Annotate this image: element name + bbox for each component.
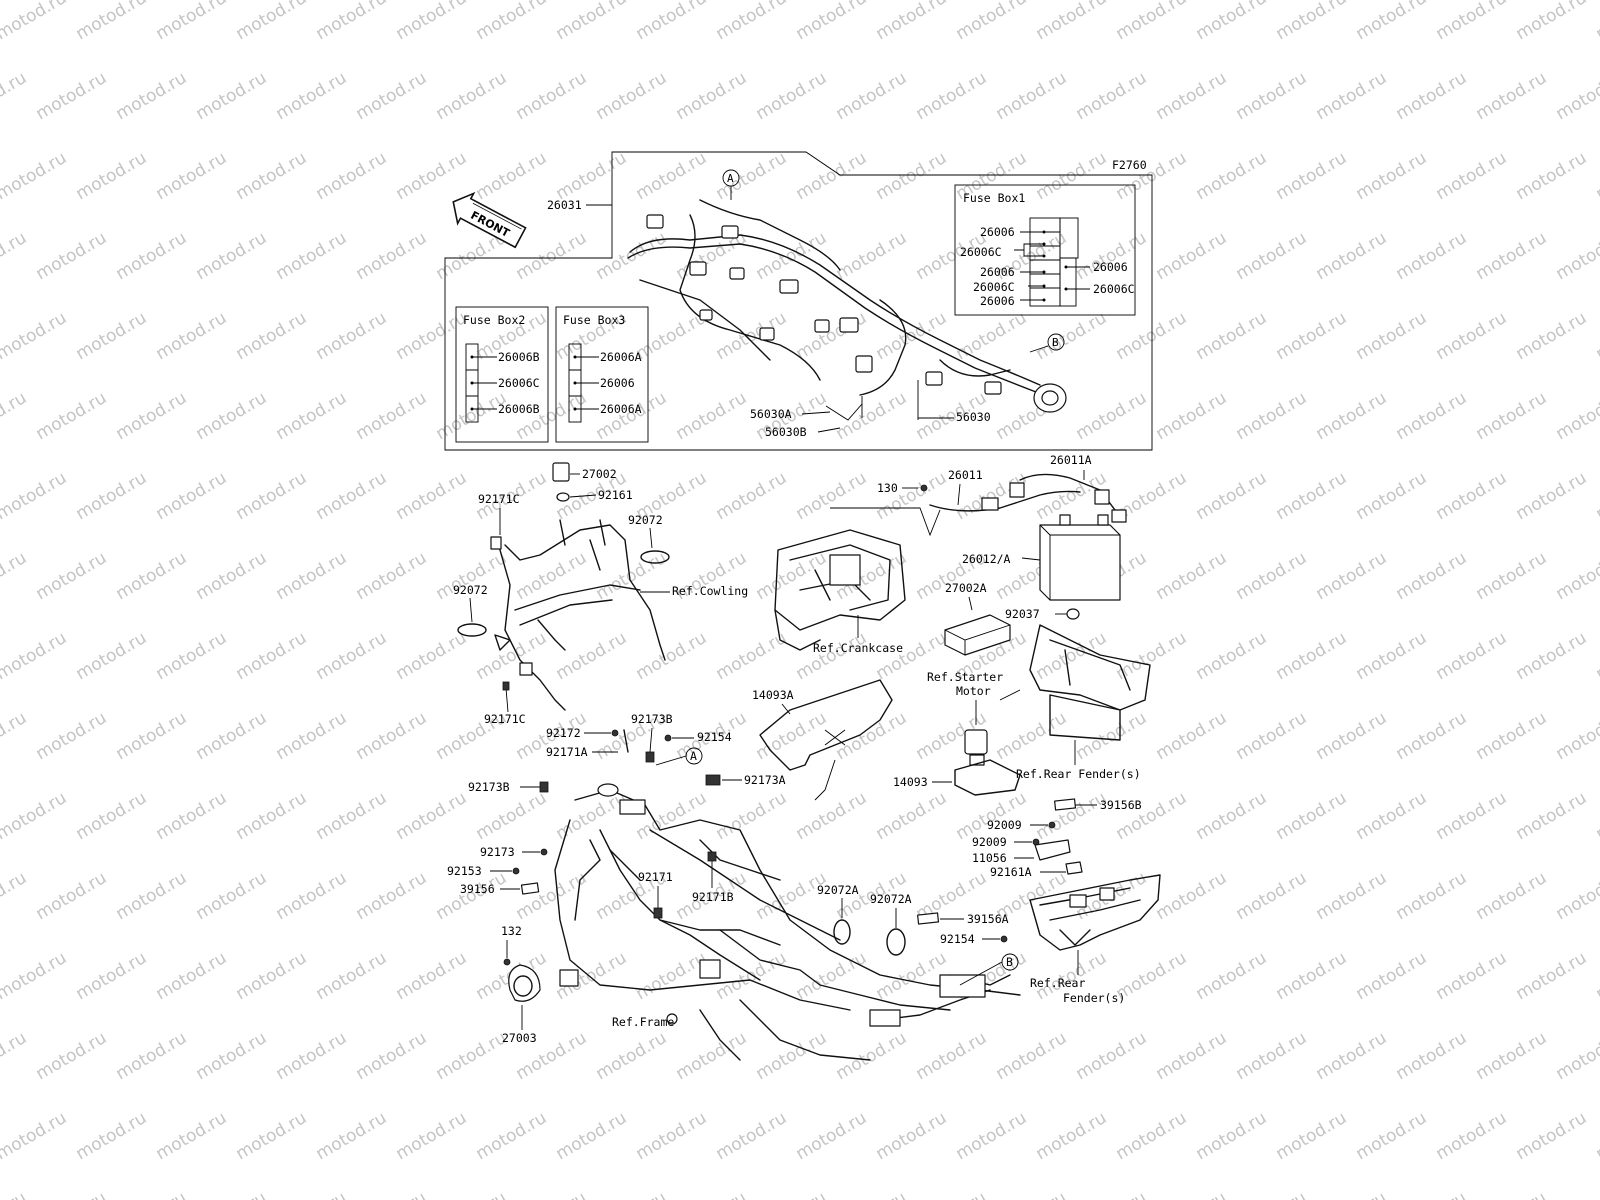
part-92009-b: 92009 — [972, 835, 1007, 849]
part-11056: 11056 — [972, 851, 1007, 865]
part-14093: 14093 — [893, 775, 928, 789]
fuse-box2-label-2: 26006B — [498, 402, 540, 416]
part-92173b-top: 92173B — [631, 712, 673, 726]
part-26031: 26031 — [547, 198, 582, 212]
diagram-id: F2760 — [1112, 158, 1147, 172]
ref-starter-line1: Ref.Starter — [927, 670, 1003, 684]
fuse-box1-left-3: 26006C — [973, 280, 1015, 294]
fuse-box1-right-1: 26006C — [1093, 282, 1135, 296]
harness-panel: F2760 FRONT 26031 — [444, 151, 1153, 451]
part-92161a: 92161A — [990, 865, 1032, 879]
part-92072a-a: 92072A — [817, 883, 859, 897]
ref-rear-fender2-line1: Ref.Rear — [1030, 976, 1085, 990]
part-92171b: 92171B — [692, 890, 734, 904]
part-92153: 92153 — [447, 864, 482, 878]
part-92154-top: 92154 — [697, 730, 732, 744]
fuse-box2-label-0: 26006B — [498, 350, 540, 364]
battery-area: 130 26011 26011A 26012/A 27002A 92037 Re… — [877, 453, 1151, 781]
part-56030a: 56030A — [750, 407, 792, 421]
ref-frame: Ref.Frame — [612, 1015, 674, 1029]
marker-b-lower: B — [1006, 955, 1013, 969]
cover-plates: 14093A 14093 — [752, 679, 1021, 801]
main-frame: Ref.Frame — [554, 783, 1021, 1061]
part-92173b-left: 92173B — [468, 780, 510, 794]
part-56030b: 56030B — [765, 425, 807, 439]
part-92072-right: 92072 — [628, 513, 663, 527]
fuse-box1-left-1: 26006C — [960, 245, 1002, 259]
part-132: 132 — [501, 924, 522, 938]
part-130: 130 — [877, 481, 898, 495]
fuse-box2-title: Fuse Box2 — [463, 313, 525, 327]
ref-cowling: Ref.Cowling — [672, 584, 748, 598]
fuse-box2-label-1: 26006C — [498, 376, 540, 390]
part-39156b: 39156B — [1100, 798, 1142, 812]
part-92171c-bottom: 92171C — [484, 712, 526, 726]
fuse-box1-frame — [954, 184, 1136, 316]
fuse-box1-left-0: 26006 — [980, 225, 1015, 239]
front-arrow-icon: FRONT — [452, 191, 527, 249]
part-92171: 92171 — [638, 870, 673, 884]
fuse-box3-title: Fuse Box3 — [563, 313, 625, 327]
part-92172: 92172 — [546, 726, 581, 740]
part-14093a: 14093A — [752, 688, 794, 702]
marker-b: B — [1052, 336, 1059, 349]
part-56030: 56030 — [956, 410, 991, 424]
part-92171c-top: 92171C — [478, 492, 520, 506]
part-27003: 27003 — [502, 1031, 537, 1045]
crankcase-area: Ref.Crankcase — [774, 507, 941, 655]
part-92072a-b: 92072A — [870, 892, 912, 906]
part-39156a: 39156A — [967, 912, 1009, 926]
cowling-bracket: 27002 92161 92171C 92072 92072 Ref.Cowli… — [453, 462, 748, 726]
part-92072-left: 92072 — [453, 583, 488, 597]
main-wiring-harness — [627, 199, 1067, 413]
part-92173: 92173 — [480, 845, 515, 859]
fuse-box3-frame — [555, 306, 649, 443]
fuse-box1-title: Fuse Box1 — [963, 191, 1025, 205]
fuse-box1-right-0: 26006 — [1093, 260, 1128, 274]
part-92173a: 92173A — [744, 773, 786, 787]
frame-callouts: 92173B 92172 92154 92171A A 92173A 92173… — [447, 712, 1019, 1045]
fuse-box3-label-0: 26006A — [600, 350, 642, 364]
part-39156: 39156 — [460, 882, 495, 896]
marker-a: A — [727, 172, 734, 185]
ref-starter-line2: Motor — [956, 684, 991, 698]
fuse-box3-label-1: 26006 — [600, 376, 635, 390]
fuse-box1-left-2: 26006 — [980, 265, 1015, 279]
part-92161: 92161 — [598, 488, 633, 502]
part-26011a: 26011A — [1050, 453, 1092, 467]
part-92009-a: 92009 — [987, 818, 1022, 832]
fuse-box3-label-2: 26006A — [600, 402, 642, 416]
fuse-box2-frame — [455, 306, 549, 443]
rear-fender-area: 39156B 92009 92009 11056 92161A Ref.Rear… — [972, 798, 1161, 1005]
fuse-box1-left-4: 26006 — [980, 294, 1015, 308]
part-92171a: 92171A — [546, 745, 588, 759]
marker-a-lower: A — [690, 749, 697, 763]
part-27002a: 27002A — [945, 581, 987, 595]
part-92154-bottom: 92154 — [940, 932, 975, 946]
part-26012a: 26012/A — [962, 552, 1011, 566]
ref-rear-fender2-line2: Fender(s) — [1063, 991, 1125, 1005]
ref-rear-fender-1: Ref.Rear Fender(s) — [1016, 767, 1141, 781]
ref-crankcase: Ref.Crankcase — [813, 641, 903, 655]
part-92037: 92037 — [1005, 607, 1040, 621]
part-26011: 26011 — [948, 468, 983, 482]
part-27002: 27002 — [582, 467, 617, 481]
